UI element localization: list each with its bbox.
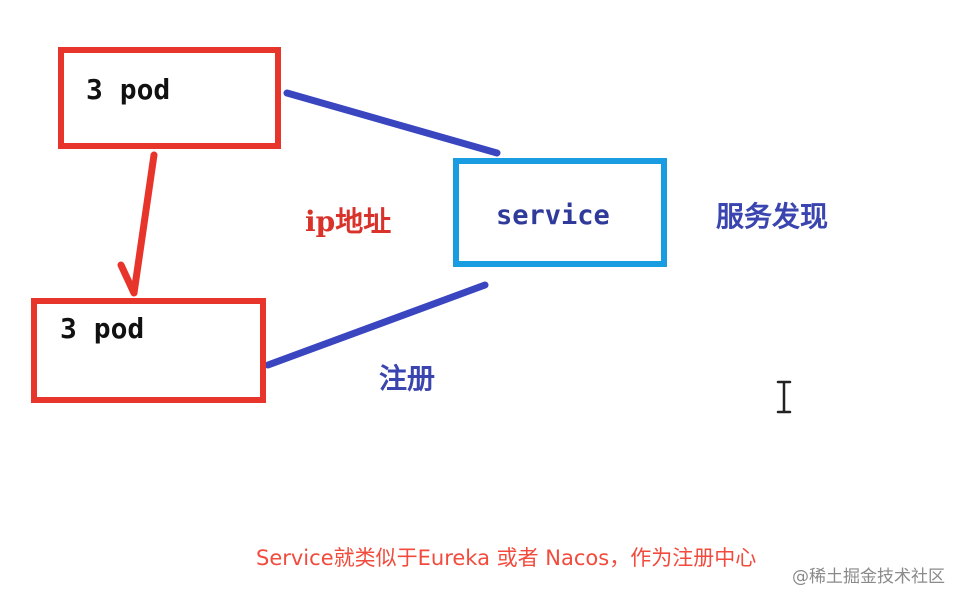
watermark-text: @稀土掘金技术社区 xyxy=(792,567,945,587)
arrow-top-to-bottom-pod xyxy=(117,151,158,297)
bottom-pod-box xyxy=(31,298,266,403)
bottom-pod-label: 3 pod xyxy=(60,312,145,345)
top-pod-label: 3 pod xyxy=(86,73,171,106)
connector-top-pod-to-service xyxy=(283,89,501,157)
ip-address-label: ip地址 xyxy=(305,205,392,238)
service-label: service xyxy=(496,200,610,231)
register-label: 注册 xyxy=(379,362,436,395)
service-box xyxy=(453,158,667,267)
text-cursor-icon xyxy=(776,380,792,414)
caption-text: Service就类似于Eureka 或者 Nacos，作为注册中心 xyxy=(256,546,757,570)
top-pod-box xyxy=(58,47,281,149)
service-discovery-label: 服务发现 xyxy=(716,200,829,233)
connector-bottom-pod-to-service xyxy=(264,281,489,369)
